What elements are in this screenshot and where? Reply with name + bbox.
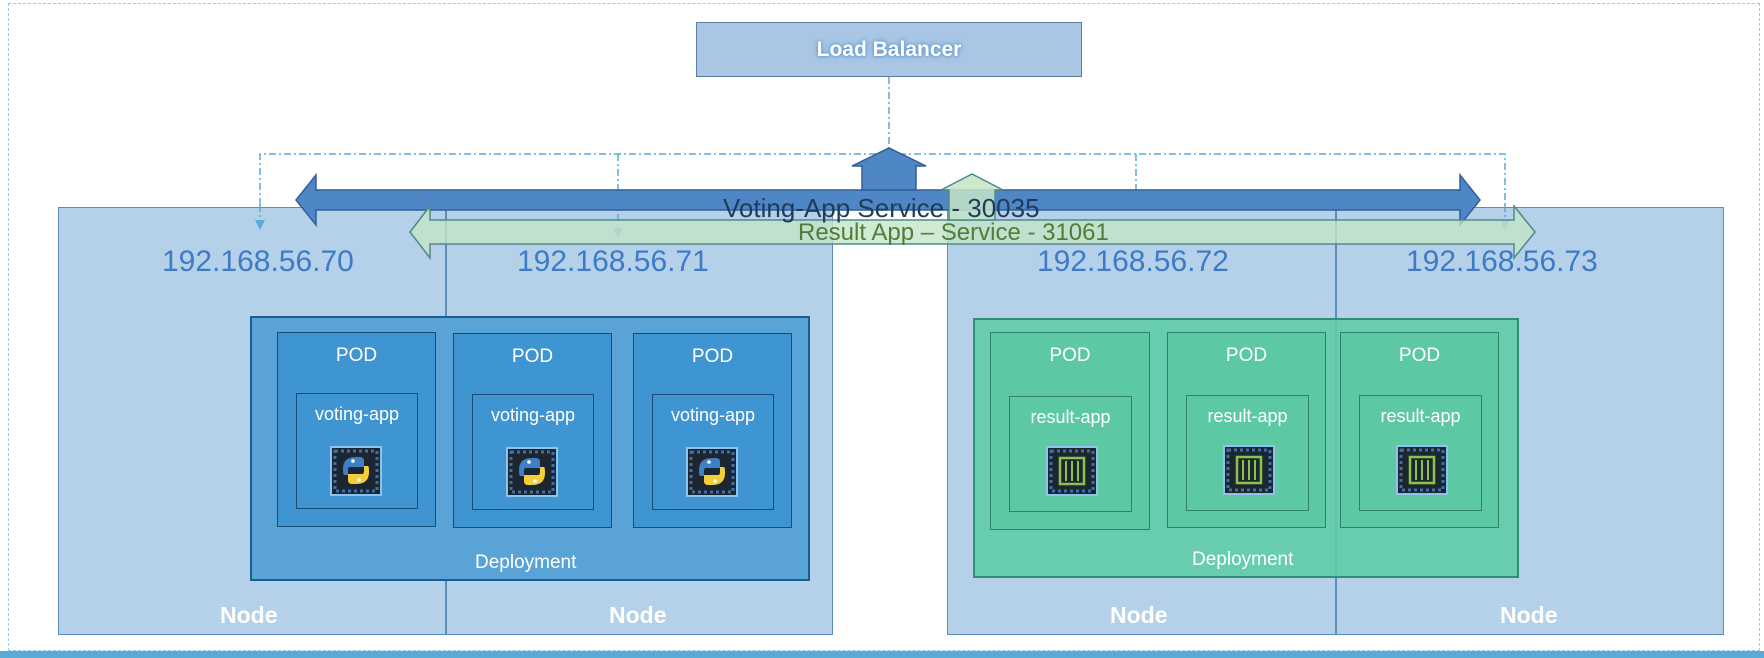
cluster-frame bbox=[8, 3, 1760, 651]
voting-service-arrow bbox=[295, 172, 1481, 228]
node-4-ip: 192.168.56.73 bbox=[1406, 245, 1598, 278]
pod-label: POD bbox=[1049, 345, 1091, 366]
result-service-label: Result App – Service - 31061 bbox=[798, 219, 1109, 246]
node-2-ip: 192.168.56.71 bbox=[517, 245, 709, 278]
python-icon bbox=[330, 446, 382, 496]
result-pod-2: POD result-app bbox=[1167, 332, 1326, 528]
node-2-label: Node bbox=[609, 602, 667, 628]
node-4-label: Node bbox=[1500, 602, 1558, 628]
load-balancer: Load Balancer bbox=[696, 22, 1082, 77]
python-icon bbox=[686, 447, 738, 497]
app-label: result-app bbox=[1207, 406, 1288, 426]
app-label: voting-app bbox=[314, 404, 400, 424]
voting-deployment-label: Deployment bbox=[475, 552, 577, 573]
app-label: result-app bbox=[1380, 406, 1461, 426]
node-3-ip: 192.168.56.72 bbox=[1037, 245, 1229, 278]
bottom-strip bbox=[0, 651, 1764, 658]
result-pod-1: POD result-app bbox=[990, 332, 1150, 530]
result-pod-3: POD result-app bbox=[1340, 332, 1499, 528]
app-label: result-app bbox=[1030, 407, 1111, 427]
pod-label: POD bbox=[1398, 345, 1441, 366]
voting-pod-2: POD voting-app bbox=[453, 333, 612, 528]
voting-app-container: voting-app bbox=[472, 394, 594, 510]
result-deployment-label: Deployment bbox=[1192, 549, 1294, 570]
node-1-ip: 192.168.56.70 bbox=[162, 245, 354, 278]
pod-label: POD bbox=[691, 346, 734, 367]
nodejs-icon bbox=[1223, 445, 1275, 495]
app-label: voting-app bbox=[490, 405, 576, 425]
result-service-arrow bbox=[409, 203, 1536, 261]
result-app-container: result-app bbox=[1186, 395, 1309, 511]
pod-label: POD bbox=[1225, 345, 1268, 366]
node-3-label: Node bbox=[1110, 602, 1168, 628]
app-label: voting-app bbox=[670, 405, 756, 425]
voting-app-container: voting-app bbox=[296, 393, 418, 509]
pod-label: POD bbox=[335, 345, 378, 366]
voting-pod-1: POD voting-app bbox=[277, 332, 436, 527]
node-1-label: Node bbox=[220, 602, 278, 628]
nodejs-icon bbox=[1396, 445, 1448, 495]
nodejs-icon bbox=[1046, 446, 1098, 496]
result-app-container: result-app bbox=[1009, 396, 1132, 512]
result-up-arrow bbox=[940, 173, 1004, 221]
voting-app-container: voting-app bbox=[652, 394, 774, 510]
result-app-container: result-app bbox=[1359, 395, 1482, 511]
voting-up-arrow bbox=[851, 147, 927, 191]
voting-service-label: Voting-App Service - 30035 bbox=[723, 193, 1040, 223]
python-icon bbox=[506, 447, 558, 497]
pod-label: POD bbox=[511, 346, 554, 367]
voting-pod-3: POD voting-app bbox=[633, 333, 792, 528]
